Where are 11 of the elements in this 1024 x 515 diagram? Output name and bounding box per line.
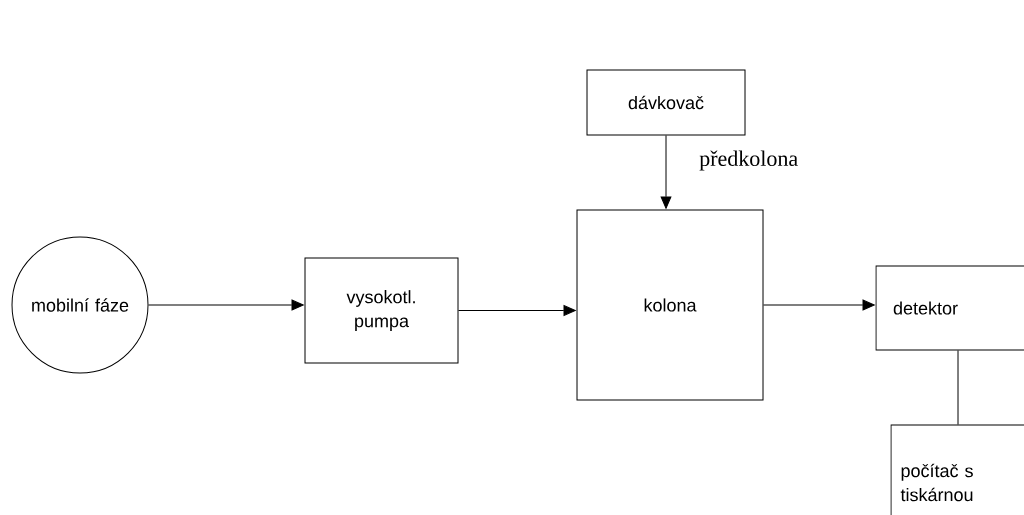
edge-label: předkolona xyxy=(699,150,798,171)
arrow xyxy=(763,299,875,311)
process-box: dávkovač xyxy=(586,69,746,136)
process-box: vysokotl. pumpa xyxy=(304,257,459,364)
process-box: počítač s tiskárnou xyxy=(890,424,1024,515)
circle-node: mobilní fáze xyxy=(11,236,149,374)
arrow xyxy=(148,299,304,311)
arrow xyxy=(458,305,576,316)
process-box: detektor xyxy=(875,265,1024,351)
arrow xyxy=(660,135,672,209)
process-box: kolona xyxy=(576,209,764,401)
